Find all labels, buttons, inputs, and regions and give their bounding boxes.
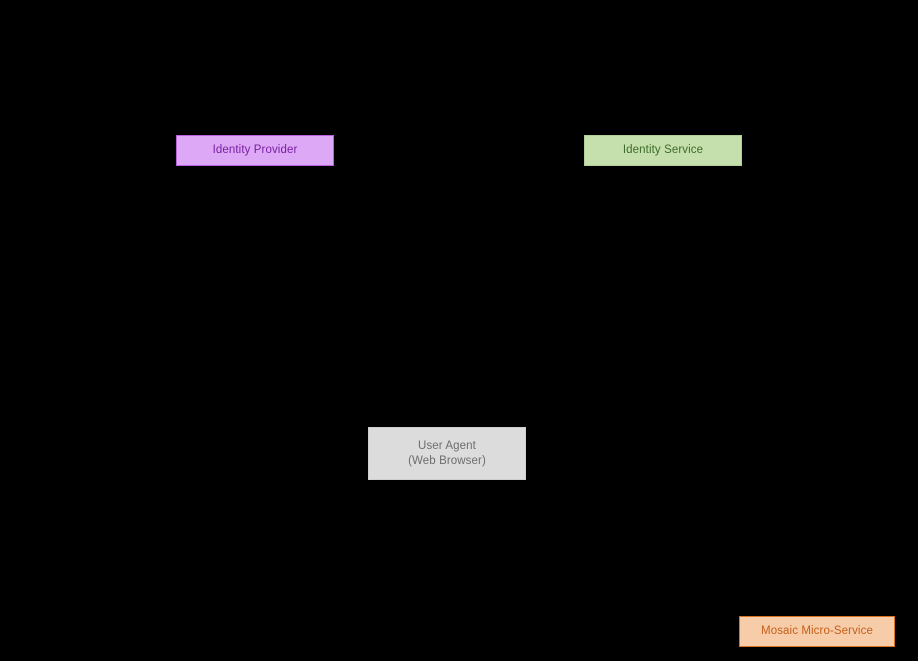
node-identity-provider[interactable]: Identity Provider [176, 135, 334, 166]
node-identity-provider-label: Identity Provider [212, 144, 298, 157]
node-user-agent-label-line1: User Agent [418, 440, 476, 453]
node-mosaic-micro-service-label: Mosaic Micro-Service [761, 625, 873, 638]
node-user-agent[interactable]: User Agent (Web Browser) [368, 427, 526, 480]
node-identity-service-label: Identity Service [622, 144, 704, 157]
node-identity-service[interactable]: Identity Service [584, 135, 742, 166]
node-mosaic-micro-service[interactable]: Mosaic Micro-Service [739, 616, 895, 647]
node-user-agent-label-line2: (Web Browser) [408, 454, 486, 467]
